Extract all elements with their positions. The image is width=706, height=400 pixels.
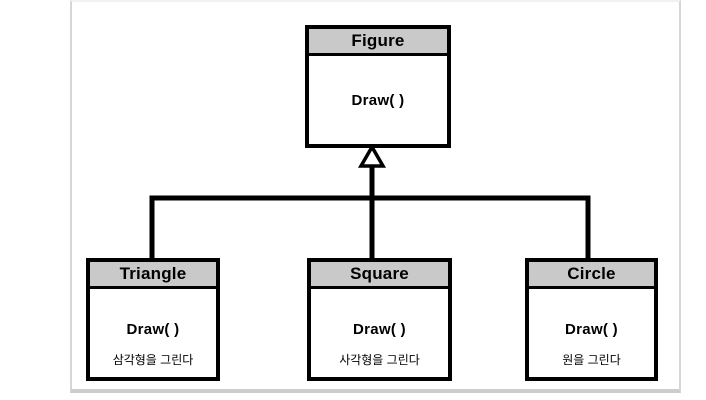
class-title-square: Square (311, 262, 448, 289)
method-label-square: Draw( ) (353, 321, 406, 338)
class-title-figure: Figure (309, 29, 447, 56)
caption-square: 사각형을 그린다 (339, 353, 420, 367)
class-title-circle: Circle (529, 262, 654, 289)
class-box-square: Square Draw( ) 사각형을 그린다 (307, 258, 452, 381)
caption-triangle: 삼각형을 그린다 (112, 353, 194, 367)
class-box-figure: Figure Draw( ) (305, 25, 451, 148)
class-body-triangle: Draw( ) 삼각형을 그린다 (90, 289, 216, 377)
caption-circle: 원을 그린다 (562, 353, 621, 367)
class-title-triangle: Triangle (90, 262, 216, 289)
class-body-square: Draw( ) 사각형을 그린다 (311, 289, 448, 377)
inheritance-arrowhead-icon (357, 143, 387, 168)
method-label-figure: Draw( ) (351, 91, 405, 109)
class-body-circle: Draw( ) 원을 그린다 (529, 289, 654, 377)
method-label-triangle: Draw( ) (126, 321, 180, 338)
class-body-figure: Draw( ) (309, 56, 447, 144)
method-label-circle: Draw( ) (565, 321, 618, 338)
class-box-triangle: Triangle Draw( ) 삼각형을 그린다 (86, 258, 220, 381)
class-box-circle: Circle Draw( ) 원을 그린다 (525, 258, 658, 381)
